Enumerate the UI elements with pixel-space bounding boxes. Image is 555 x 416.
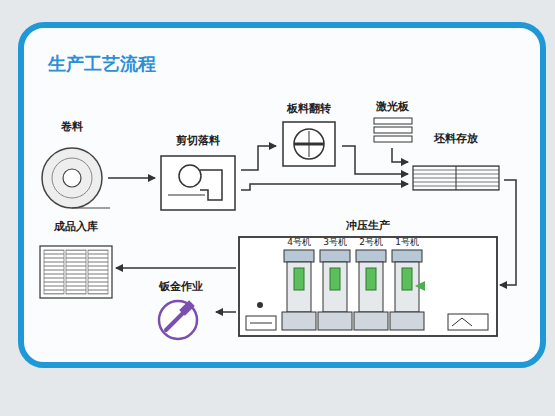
step-label: 4号机	[280, 237, 318, 248]
flow-arrow	[116, 267, 236, 269]
step-label: 坯料存放	[408, 132, 504, 146]
process-step: 激光板	[368, 100, 416, 148]
step-label: 板料翻转	[276, 102, 342, 116]
process-step: 钣金作业	[146, 280, 216, 346]
flow-arrow	[342, 146, 408, 174]
flow-arrow	[108, 177, 155, 179]
process-step: 板料翻转	[276, 102, 342, 170]
process-step: 卷料	[36, 120, 108, 212]
press-machine: 4号机	[280, 237, 318, 333]
process-step: 成品入库	[36, 220, 116, 302]
press-machine: 3号机	[316, 237, 354, 333]
process-step: 冲压生产 4号机3号机2号机1号机	[236, 219, 500, 339]
press-machine: 2号机	[352, 237, 390, 333]
step-label: 钣金作业	[146, 280, 216, 294]
step-label: 2号机	[352, 237, 390, 248]
press-machine: 1号机	[388, 237, 426, 333]
flow-arrow	[392, 148, 408, 162]
step-label: 卷料	[36, 120, 108, 134]
step-label: 1号机	[388, 237, 426, 248]
step-label: 剪切落料	[155, 134, 241, 148]
step-label: 成品入库	[36, 220, 116, 234]
step-label: 冲压生产	[236, 219, 500, 233]
process-step: 坯料存放	[408, 132, 504, 192]
step-label: 3号机	[316, 237, 354, 248]
process-step: 剪切落料	[155, 134, 241, 214]
diagram-title: 生产工艺流程	[48, 52, 156, 76]
step-label: 激光板	[368, 100, 416, 114]
flow-arrow	[500, 180, 516, 285]
flow-arrow	[216, 311, 236, 313]
flow-arrow	[241, 146, 276, 170]
flow-arrow	[241, 184, 408, 190]
